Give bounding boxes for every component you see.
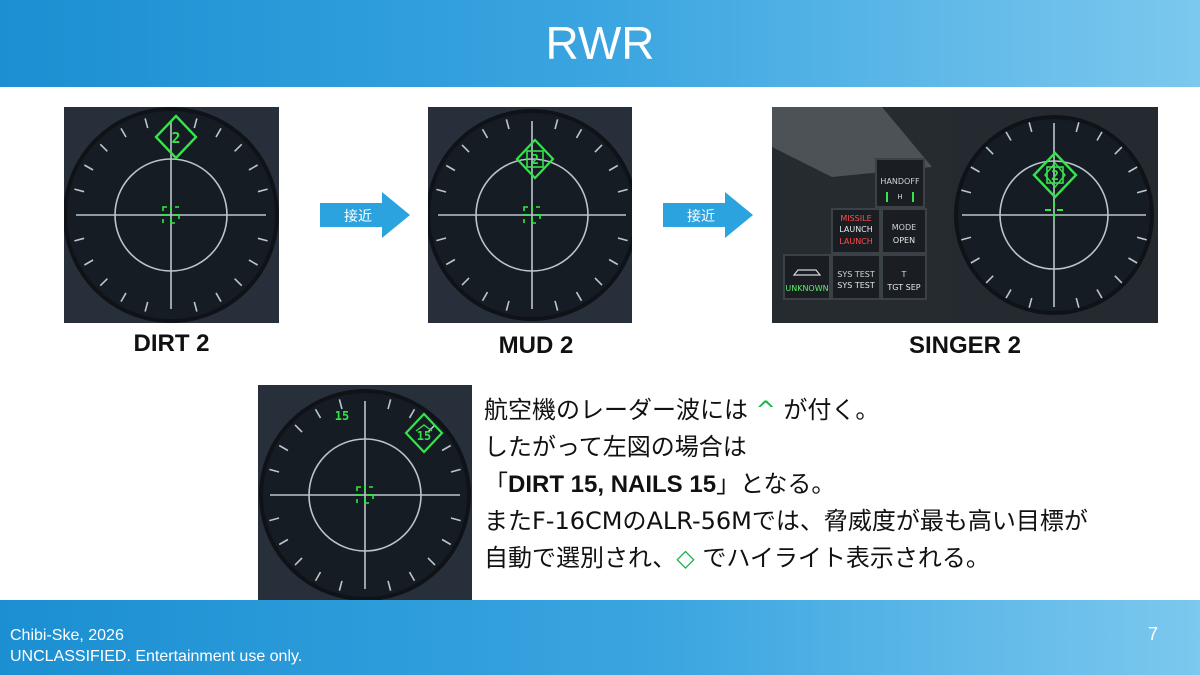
rwr-scope-mud-display: 2 [428, 109, 632, 321]
sys-test-label-1: SYS TEST [837, 270, 875, 279]
tgt-sep-label: TGT SEP [886, 283, 920, 292]
rwr-scope-aircraft-display: 15 15 [259, 389, 471, 600]
explanation-line-3-emphasis: DIRT 15, NAILS 15 [508, 471, 717, 498]
approach-arrow-1: 接近 [320, 192, 410, 238]
approach-arrow-2: 接近 [663, 192, 753, 238]
t-label: T [901, 270, 907, 279]
mode-label: MODE [892, 223, 916, 232]
slide-title: RWR [545, 17, 655, 69]
rwr-scope-aircraft-example: 15 15 [258, 385, 472, 600]
threat-symbol-plain-15: 15 [335, 409, 349, 423]
caption-dirt: DIRT 2 [133, 330, 210, 357]
explanation-line-4: またF-16CMのALR-56Mでは、脅威度が最も高い目標が [484, 507, 1088, 535]
explanation-line-3-tail: 」となる。 [716, 470, 836, 498]
page-number: 7 [1147, 624, 1158, 644]
explanation-line-5-text: 自動で選別され、 [484, 544, 677, 572]
diamond-symbol: ◇ [676, 544, 695, 572]
explanation-line-3-open: 「 [484, 470, 508, 498]
rwr-scope-dirt-display: 2 [64, 107, 279, 323]
explanation-line-5-tail: でハイライト表示される。 [694, 544, 990, 572]
sys-test-label-2: SYS TEST [837, 281, 875, 290]
footer-author: Chibi-Ske, 2026 [10, 627, 124, 644]
mode-open-label: OPEN [893, 236, 915, 245]
caption-singer: SINGER 2 [908, 332, 1022, 359]
title-bar: RWR [0, 0, 1200, 87]
approach-arrow-1-label: 接近 [344, 208, 372, 225]
explanation-text: 航空機のレーダー波には ^ が付く。 したがって左図の場合は 「DIRT 15,… [484, 392, 1184, 577]
approach-arrow-2-label: 接近 [687, 208, 715, 225]
threat-symbol-dirt: 2 [171, 129, 180, 147]
handoff-label: HANDOFF [880, 177, 920, 186]
unknown-label: UNKNOWN [785, 284, 828, 293]
missile-launch-label-3: LAUNCH [839, 237, 873, 246]
explanation-line-5: 自動で選別され、◇ でハイライト表示される。 [484, 540, 1184, 577]
threat-symbol-mud: 2 [531, 153, 539, 168]
rwr-scope-singer: HANDOFF H MISSILE LAUNCH LAUNCH MODE OPE… [772, 107, 1158, 323]
explanation-line-3: 「DIRT 15, NAILS 15」となる。 [484, 466, 1184, 503]
footer-bar: Chibi-Ske, 2026 UNCLASSIFIED. Entertainm… [0, 600, 1200, 675]
missile-launch-label-1: MISSILE [840, 214, 871, 223]
caret-symbol: ^ [755, 396, 776, 424]
caption-mud: MUD 2 [498, 332, 574, 359]
footer-classification: UNCLASSIFIED. Entertainment use only. [10, 648, 303, 665]
threat-symbol-singer: 2 [1051, 169, 1059, 184]
rwr-scope-mud: 2 [428, 107, 632, 323]
threat-symbol-highlighted-15: 15 [417, 429, 431, 443]
explanation-line-1-tail: が付く。 [775, 396, 880, 424]
explanation-line-1-text: 航空機のレーダー波には [484, 396, 756, 424]
explanation-line-1: 航空機のレーダー波には ^ が付く。 [484, 392, 1184, 429]
explanation-line-2: したがって左図の場合は [484, 433, 747, 461]
rwr-scope-singer-display: HANDOFF H MISSILE LAUNCH LAUNCH MODE OPE… [772, 107, 1154, 323]
missile-launch-label-2: LAUNCH [839, 225, 873, 234]
handoff-sub-label: H [897, 193, 902, 201]
rwr-scope-dirt: 2 [64, 107, 279, 323]
